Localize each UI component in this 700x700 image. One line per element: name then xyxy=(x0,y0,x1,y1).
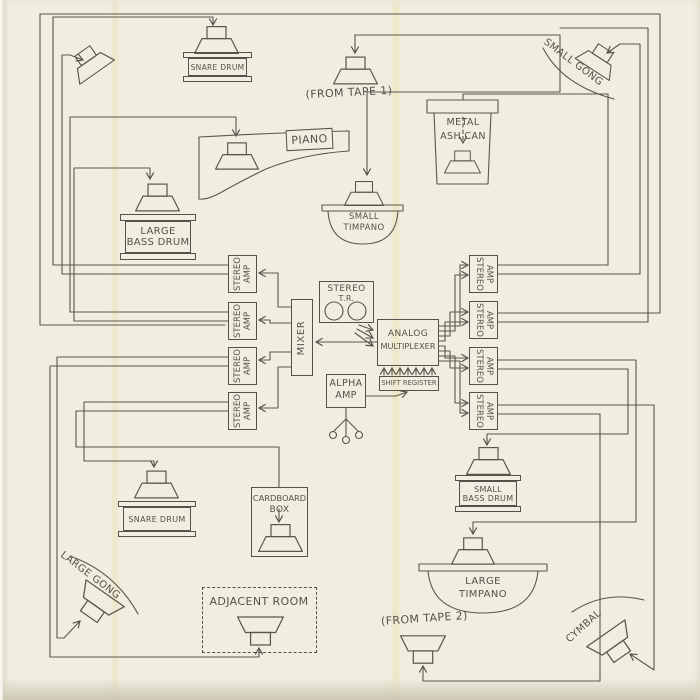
speakers xyxy=(64,26,642,671)
wiring xyxy=(39,13,661,682)
speaker-icon-ash-can xyxy=(444,150,481,174)
wire-to-cardboard-box xyxy=(75,410,280,488)
speaker-icon-from-tape1 xyxy=(333,56,378,85)
mixer-box: MIXER xyxy=(291,299,313,376)
tape-reels-icon xyxy=(324,301,367,321)
wire-tape1-to-timpano xyxy=(354,34,561,177)
top-snare-hoop-top xyxy=(183,52,252,58)
wire-to-bottom-snare xyxy=(83,401,229,469)
wire-mixer-out-4 xyxy=(257,366,292,413)
wire-mux-fan-2 xyxy=(438,270,470,332)
large-bass-drum-hoop-bottom xyxy=(120,253,196,260)
wire-mixer-out-3 xyxy=(257,351,292,365)
wire-to-horn xyxy=(61,53,229,275)
wire-to-large-bass-drum xyxy=(73,167,229,322)
wire-inner-top-right xyxy=(497,27,649,323)
small-gong-arc xyxy=(542,47,615,100)
wire-mux-fan-3 xyxy=(438,307,470,337)
large-bass-drum-hoop-top xyxy=(120,214,196,221)
wire-mixer-out-1 xyxy=(257,268,292,308)
speaker-icon-top-snare xyxy=(194,26,239,54)
speaker-icon-bottom-snare xyxy=(134,470,179,499)
metal-ash-can-shape xyxy=(426,99,499,185)
shift-register-arrows xyxy=(379,366,437,376)
speaker-icon-large-timpano xyxy=(451,537,495,565)
wire-mixer-out-2 xyxy=(257,315,292,325)
wire-tr-mux-1 xyxy=(358,324,375,332)
wire-to-small-gong xyxy=(497,43,641,275)
metal-ash-can-label: METAL ASH CAN xyxy=(440,117,486,142)
small-timpano-label: SMALL TIMPANO xyxy=(343,212,385,233)
adjacent-room-box: ADJACENT ROOM xyxy=(202,587,317,653)
speaker-icon-cymbal xyxy=(586,619,642,671)
large-gong-arc xyxy=(69,555,139,615)
wire-tr-mux-3 xyxy=(354,332,374,347)
shift-register-box: SHIFT REGISTER xyxy=(379,376,439,391)
wire-mux-fan-7 xyxy=(438,355,470,408)
alpha-amp-box: ALPHA AMP xyxy=(326,374,366,408)
bottom-snare-hoop-bottom xyxy=(118,531,196,537)
speaker-icon-piano xyxy=(215,142,259,170)
analog-multiplexer-box: ANALOG MULTIPLEXER xyxy=(377,319,439,366)
wire-to-adjacent-room xyxy=(49,365,264,658)
wire-tr-mux-2 xyxy=(356,328,375,339)
wire-to-large-gong xyxy=(56,356,229,639)
snare-drum-top-label: SNARE DRUM xyxy=(188,58,247,76)
speaker-icon-small-bass-drum xyxy=(466,447,511,475)
wire-mux-fan-6 xyxy=(438,350,470,373)
wire-alpha-to-shift xyxy=(365,390,409,398)
wire-mux-fan-1 xyxy=(438,260,470,327)
small-bass-drum-hoop-top xyxy=(455,475,521,481)
cardboard-box: CARDBOARD BOX xyxy=(251,487,308,557)
wire-to-ash-can xyxy=(462,93,609,266)
cymbal-arc xyxy=(571,596,645,613)
large-bass-drum-label: LARGE BASS DRUM xyxy=(125,221,191,253)
top-snare-hoop-bottom xyxy=(183,76,252,82)
large-timpano-label: LARGE TIMPANO xyxy=(458,576,508,600)
snare-drum-bottom-label: SNARE DRUM xyxy=(123,507,191,531)
speaker-icon-horn xyxy=(64,38,116,85)
piano-outline xyxy=(198,130,350,200)
small-bass-drum-hoop-bottom xyxy=(455,506,521,512)
speaker-icon-large-bass-drum xyxy=(135,183,180,212)
wire-outer-top-loop xyxy=(39,13,661,326)
piano-label: PIANO xyxy=(285,127,334,152)
wire-to-large-timpano xyxy=(468,359,637,536)
wire-to-cymbal xyxy=(497,404,655,671)
wire-to-small-bass-drum xyxy=(482,368,629,447)
wire-to-from-tape2 xyxy=(418,413,601,682)
wire-to-piano xyxy=(69,116,241,313)
small-bass-drum-label: SMALL BASS DRUM xyxy=(459,481,517,506)
stereo-tr-box: STEREO T.R. xyxy=(319,281,374,323)
speaker-icon-from-tape2 xyxy=(400,635,446,664)
bottom-snare-hoop-top xyxy=(118,501,196,507)
wire-mux-fan-4 xyxy=(438,317,470,342)
wire-mux-fan-8 xyxy=(438,360,470,418)
alpha-electrodes-icon xyxy=(328,407,364,445)
wire-mux-fan-5 xyxy=(438,345,470,363)
speaker-icon-small-timpano xyxy=(343,181,385,206)
wire-to-top-snare xyxy=(52,16,229,266)
